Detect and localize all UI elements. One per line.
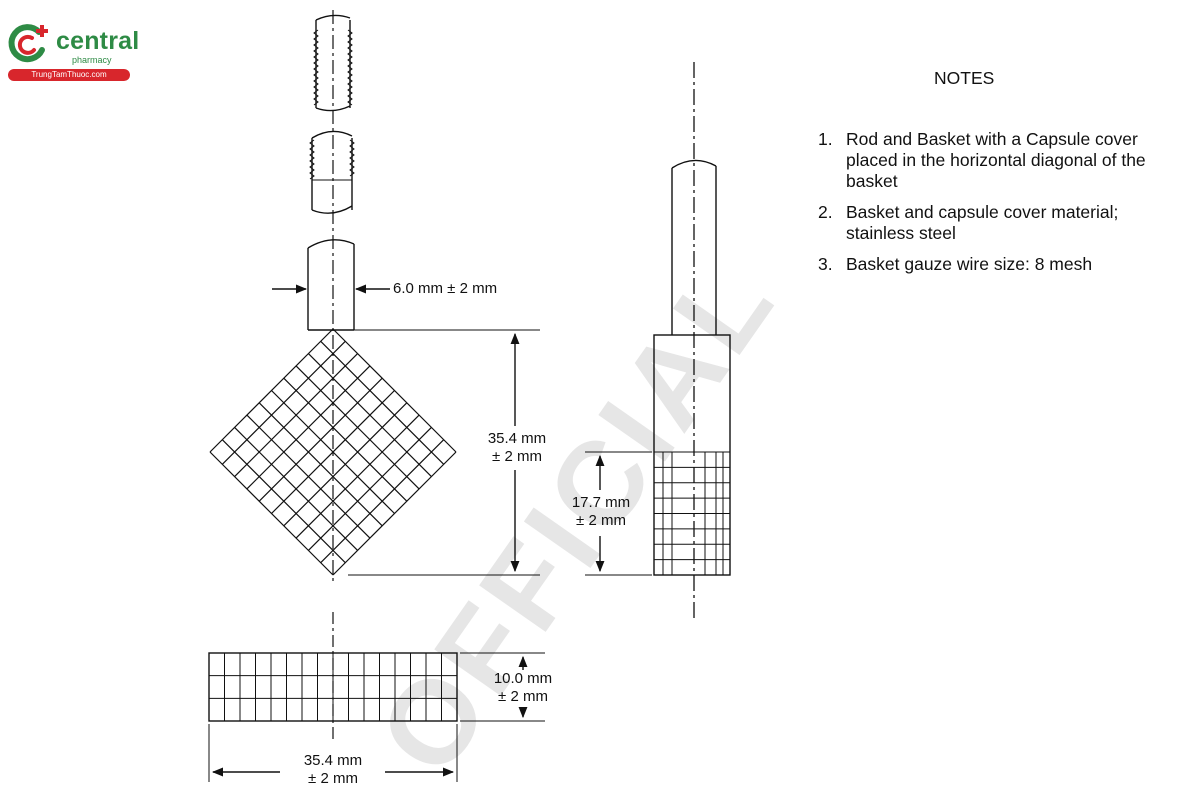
- note-text: Basket and capsule cover material; stain…: [846, 202, 1119, 243]
- bottom-height-tolerance: ± 2 mm: [498, 688, 548, 705]
- bottom-height-label: 10.0 mm ± 2 mm: [478, 670, 568, 706]
- front-view: [209, 10, 540, 585]
- side-height-value: 17.7 mm: [571, 494, 631, 511]
- note-item: 2. Basket and capsule cover material; st…: [818, 202, 1158, 244]
- basket-height-label: 35.4 mm ± 2 mm: [472, 430, 562, 466]
- brand-subtitle: pharmacy: [72, 55, 112, 65]
- bottom-width-tolerance: ± 2 mm: [308, 770, 358, 787]
- note-item: 3. Basket gauze wire size: 8 mesh: [818, 254, 1158, 275]
- rod-diameter-label: 6.0 mm ± 2 mm: [393, 280, 498, 297]
- note-number: 2.: [818, 202, 833, 222]
- note-item: 1. Rod and Basket with a Capsule cover p…: [818, 129, 1158, 192]
- brand-logo[interactable]: central pharmacy TrungTamThuoc.com: [6, 22, 139, 84]
- note-number: 3.: [818, 254, 833, 274]
- side-height-tolerance: ± 2 mm: [576, 512, 626, 529]
- bottom-view: [208, 612, 545, 782]
- side-view: [585, 62, 731, 618]
- brand-site: TrungTamThuoc.com: [8, 69, 130, 81]
- basket-height-value: 35.4 mm: [487, 430, 547, 447]
- basket-height-tolerance: ± 2 mm: [492, 448, 542, 465]
- notes-panel: NOTES 1. Rod and Basket with a Capsule c…: [818, 68, 1158, 285]
- notes-title: NOTES: [934, 68, 995, 88]
- note-text: Rod and Basket with a Capsule cover plac…: [846, 129, 1146, 191]
- bottom-width-label: 35.4 mm ± 2 mm: [288, 752, 378, 788]
- bottom-width-value: 35.4 mm: [303, 752, 363, 769]
- bottom-height-value: 10.0 mm: [493, 670, 553, 687]
- side-height-label: 17.7 mm ± 2 mm: [556, 494, 646, 530]
- brand-name: central: [56, 27, 140, 55]
- note-number: 1.: [818, 129, 833, 149]
- note-text: Basket gauze wire size: 8 mesh: [846, 254, 1093, 274]
- pharmacy-logo-icon: [8, 24, 48, 63]
